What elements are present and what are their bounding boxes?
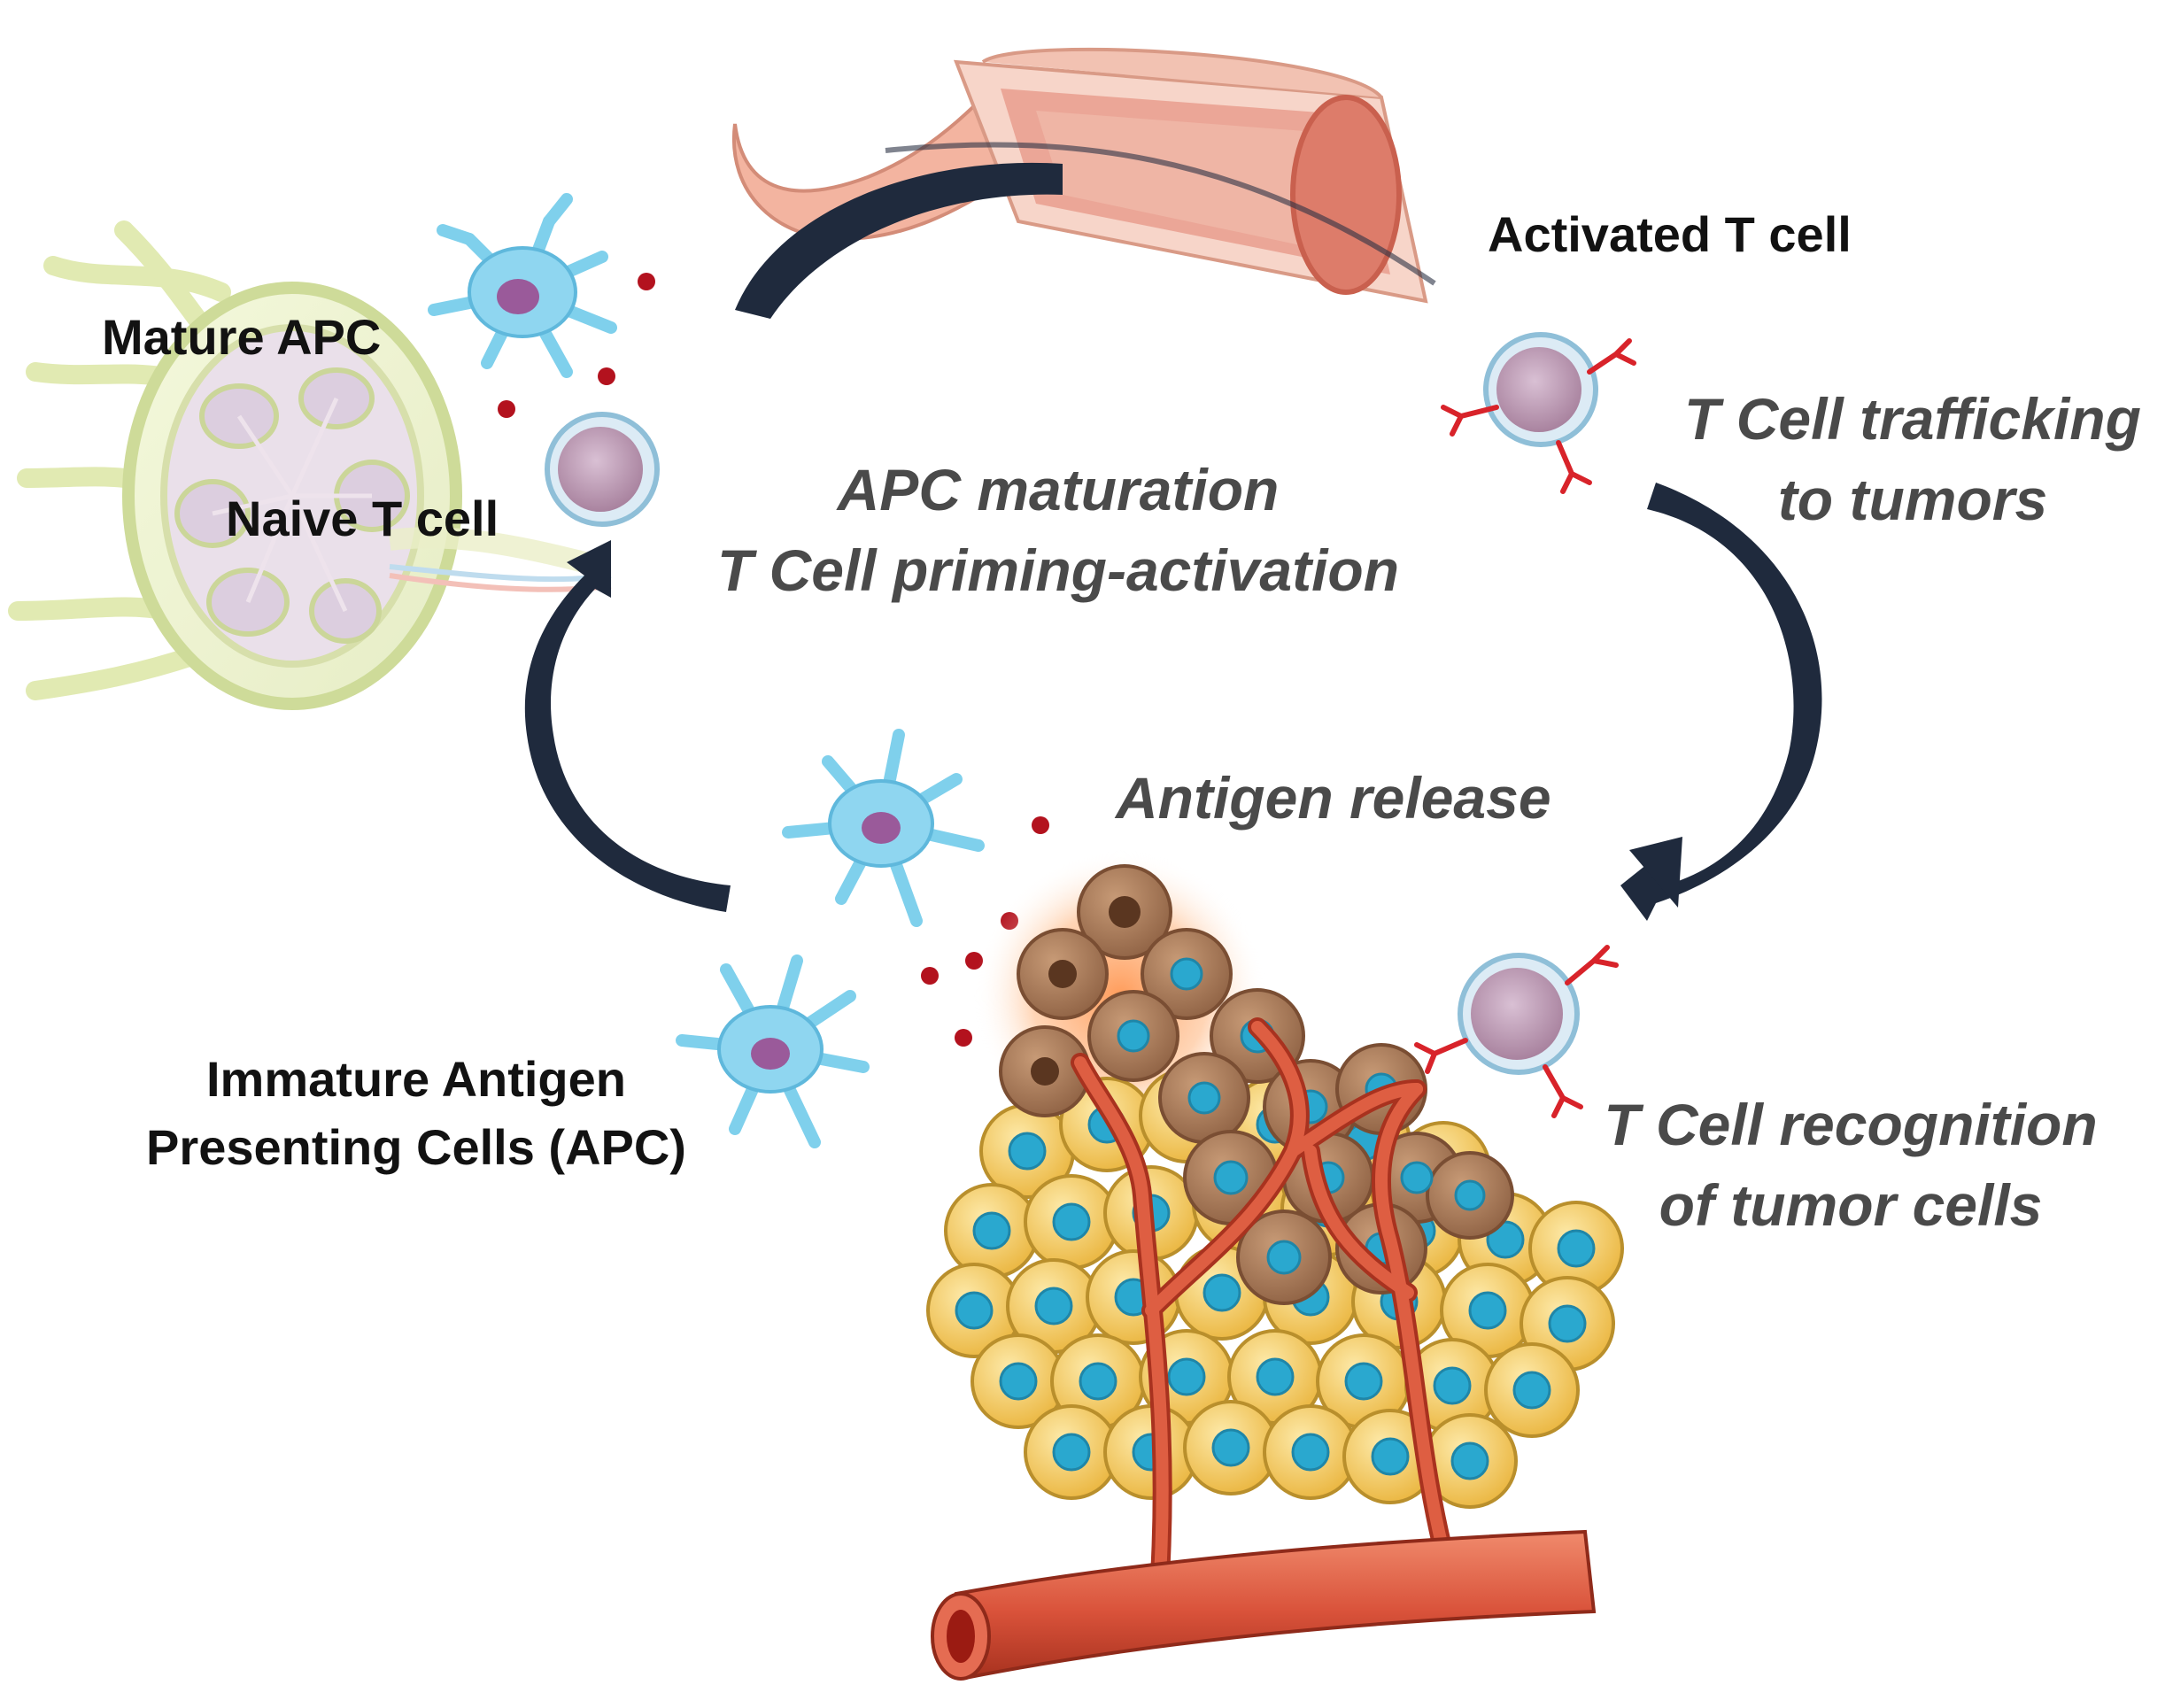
step-priming-line2: T Cell priming-activation xyxy=(716,537,1400,604)
step-recognition-line1: T Cell recognition xyxy=(1604,1092,2098,1157)
tumor-mass xyxy=(926,850,1624,1595)
immature-apc-cell-upper xyxy=(782,729,985,927)
label-naive-t-cell: Naive T cell xyxy=(226,491,499,546)
tumor-vasculature xyxy=(1071,1017,1462,1595)
mature-apc-cell xyxy=(428,193,617,378)
label-immature-apc-line1: Immature Antigen xyxy=(206,1051,626,1107)
step-antigen-release: Antigen release xyxy=(1116,765,1551,831)
step-recognition-line2: of tumor cells xyxy=(1659,1172,2043,1239)
step-trafficking: T Cell trafficking to tumors xyxy=(1665,379,2161,540)
step-trafficking-line2: to tumors xyxy=(1777,467,2048,533)
step-priming-line1: APC maturation xyxy=(837,457,1280,522)
activated-t-cell xyxy=(1441,332,1636,494)
blood-vessel-bottom xyxy=(931,1529,1597,1681)
cycle-arrows xyxy=(524,162,1822,921)
naive-t-cell xyxy=(545,412,660,527)
step-priming-activation: APC maturation T Cell priming-activation xyxy=(682,450,1434,611)
step-trafficking-line1: T Cell trafficking xyxy=(1684,386,2141,452)
t-cell-at-tumor xyxy=(1414,945,1619,1118)
label-activated-t-cell: Activated T cell xyxy=(1488,206,1852,262)
blood-vessel-top xyxy=(731,47,1436,304)
label-mature-apc: Mature APC xyxy=(102,309,382,365)
immature-apc-cell-lower xyxy=(676,954,870,1148)
label-immature-apc-line2: Presenting Cells (APC) xyxy=(146,1119,686,1176)
step-recognition: T Cell recognition of tumor cells xyxy=(1585,1085,2116,1246)
label-immature-apc: Immature Antigen Presenting Cells (APC) xyxy=(128,1045,704,1182)
antigen-particles xyxy=(498,273,1049,1047)
